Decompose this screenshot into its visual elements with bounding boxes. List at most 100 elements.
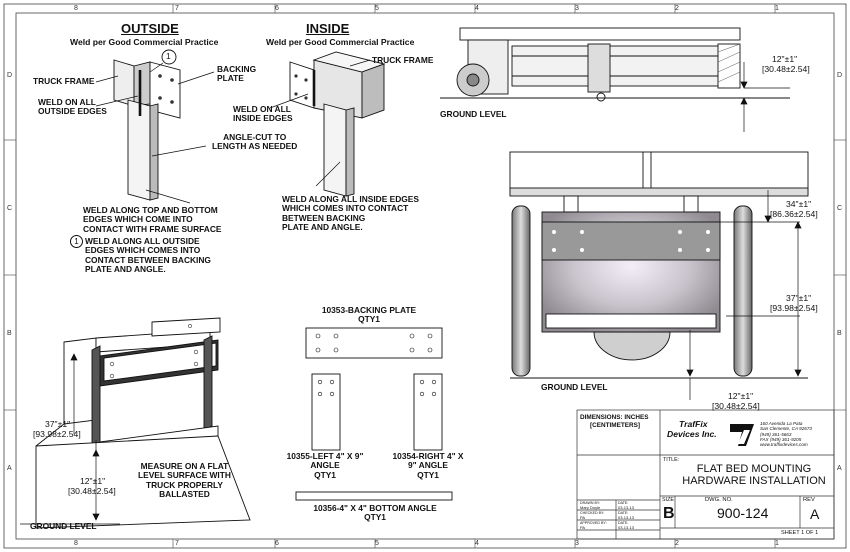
- inside-truck-frame-label: TRUCK FRAME: [372, 55, 434, 65]
- iso-dim-upper-label: 37"±1" [93.98±2.54]: [33, 419, 81, 439]
- side-view-dimension: [740, 62, 790, 132]
- sheet-border: [3, 3, 847, 549]
- note-outside-line-2: EDGES WHICH COMES INTO: [85, 245, 201, 256]
- zone-left-a: A: [7, 465, 12, 472]
- dwg-no-value: 900-124: [717, 505, 769, 521]
- measure-note-line-4: BALLASTED: [159, 489, 210, 500]
- rear-dim-bottom-label: 12"±1" [30.48±2.54]: [712, 391, 760, 411]
- side-dim-line-1: 12"±1": [772, 54, 798, 64]
- approved-by-value: PA: [580, 525, 586, 530]
- drawn-date: 03-13-13: [618, 505, 635, 510]
- note-outside-line-1: WELD ALONG ALL OUTSIDE: [85, 236, 200, 246]
- inside-weld-detail: [289, 51, 386, 197]
- measure-note: MEASURE ON A FLAT LEVEL SURFACE WITH TRU…: [138, 461, 231, 500]
- outside-truck-frame-label: TRUCK FRAME: [33, 76, 95, 86]
- dimensions-units-label: DIMENSIONS: INCHES [CENTIMETERS]: [580, 414, 649, 429]
- dwg-no-label: DWG. NO.: [705, 497, 733, 503]
- inside-subheading: Weld per Good Commercial Practice: [266, 37, 415, 47]
- company-line-1: TrafFix: [679, 419, 708, 429]
- sheet-count: SHEET 1 OF 1: [781, 530, 819, 536]
- backing-plate-part-label: 10353-BACKING PLATE QTY1: [314, 305, 424, 325]
- zone-top-5: 5: [375, 5, 379, 12]
- rear-view-dimensions: [686, 190, 802, 400]
- address-line-3: (949) 361-5663: [760, 431, 792, 437]
- checked-date: 03-13-13: [618, 515, 635, 520]
- company-line-2: Devices Inc.: [667, 428, 717, 439]
- size-value: B: [663, 505, 675, 522]
- title-label: TITLE:: [663, 457, 680, 463]
- rear-dim-top-line-1: 34"±1": [786, 199, 812, 209]
- backing-plate-line-2: PLATE: [217, 73, 244, 84]
- side-dim-line-2: [30.48±2.54]: [762, 64, 810, 74]
- part-bottom-angle: [295, 491, 453, 501]
- note-inside-line-4: PLATE AND ANGLE.: [282, 222, 363, 233]
- zone-bottom-8: 8: [74, 540, 78, 547]
- title-block: [576, 409, 835, 540]
- measure-note-line-1: MEASURE ON A FLAT: [140, 461, 229, 471]
- note-top-bottom-line-1: WELD ALONG TOP AND BOTTOM: [83, 205, 218, 215]
- bottom-angle-line-2: QTY1: [364, 512, 386, 523]
- backing-plate-line-1: BACKING: [217, 64, 257, 74]
- address-line-4: FAX (949) 361-9205: [760, 436, 802, 442]
- side-view-dim-label: 12"±1" [30.48±2.54]: [762, 54, 810, 74]
- zone-top-3: 3: [575, 5, 579, 12]
- right-angle-line-1: 10354-RIGHT 4" X: [392, 451, 464, 461]
- drawing-title: FLAT BED MOUNTING HARDWARE INSTALLATION: [680, 463, 828, 487]
- rear-dim-mid-label: 37"±1" [93.98±2.54]: [770, 293, 818, 313]
- note-inside-line-1: WELD ALONG ALL INSIDE EDGES: [282, 194, 419, 204]
- part-left-angle: [311, 373, 341, 451]
- zone-bottom-6: 6: [275, 540, 279, 547]
- zone-left-b: B: [7, 330, 12, 337]
- drawn-by-label: DRAWN BY:: [580, 501, 601, 505]
- iso-mount-view: [35, 317, 251, 529]
- note-top-bottom-weld: WELD ALONG TOP AND BOTTOM EDGES WHICH CO…: [83, 205, 221, 234]
- backing-plate-part-line-2: QTY1: [358, 314, 380, 325]
- iso-dim-upper-line-1: 37"±1": [45, 419, 71, 429]
- note-top-bottom-line-2: EDGES WHICH COME INTO: [83, 214, 193, 225]
- zone-right-d: D: [837, 72, 843, 79]
- zone-right-b: B: [837, 330, 842, 337]
- zone-right-c: C: [837, 205, 843, 212]
- left-angle-line-3: QTY1: [314, 469, 336, 480]
- rear-dim-mid-line-1: 37"±1": [786, 293, 812, 303]
- angle-cut-label: ANGLE-CUT TO LENGTH AS NEEDED: [212, 132, 298, 152]
- note-outside-weld: WELD ALONG ALL OUTSIDE EDGES WHICH COMES…: [85, 236, 211, 275]
- inside-leaders: [145, 59, 371, 204]
- address-line-1: 160 Avenida La Pata: [760, 421, 803, 426]
- zone-top-6: 6: [275, 5, 279, 12]
- measure-note-line-3: TRUCK PROPERLY: [145, 479, 223, 490]
- iso-ground-label: GROUND LEVEL: [30, 521, 97, 531]
- drawn-date-label: DATE:: [618, 501, 629, 505]
- angle-cut-line-2: LENGTH AS NEEDED: [212, 141, 298, 152]
- checked-by-value: PA: [580, 515, 586, 520]
- approved-date-label: DATE:: [618, 521, 629, 525]
- title-line-2: HARDWARE INSTALLATION: [682, 475, 826, 487]
- iso-dim-upper-line-2: [93.98±2.54]: [33, 429, 81, 439]
- iso-dim-lower-label: 12"±1" [30.48±2.54]: [68, 476, 116, 496]
- bottom-angle-line-1: 10356-4" X 4" BOTTOM ANGLE: [313, 503, 437, 513]
- note-outside-line-4: PLATE AND ANGLE.: [85, 264, 166, 275]
- outside-weld-line-2: OUTSIDE EDGES: [38, 106, 107, 117]
- size-label: SIZE: [662, 497, 674, 503]
- rear-dim-bottom-line-1: 12"±1": [728, 391, 754, 401]
- rev-value: A: [810, 506, 820, 522]
- address-line-5: www.traffixdevices.com: [760, 442, 808, 448]
- bottom-angle-part-label: 10356-4" X 4" BOTTOM ANGLE QTY1: [300, 503, 450, 523]
- company-name: TrafFix Devices Inc.: [667, 419, 717, 439]
- zone-bottom-5: 5: [375, 540, 379, 547]
- right-angle-line-3: QTY1: [417, 469, 439, 480]
- inside-heading: INSIDE: [306, 21, 350, 36]
- address-line-2: San Clemente, CA 92673: [760, 426, 812, 432]
- outside-weld-edges-label: WELD ON ALL OUTSIDE EDGES: [38, 97, 107, 117]
- rear-dim-top-line-2: [86.36±2.54]: [770, 209, 818, 219]
- inside-weld-line-1: WELD ON ALL: [233, 104, 291, 114]
- outside-leaders: [95, 62, 215, 157]
- dimensions-line-1: DIMENSIONS: INCHES: [580, 414, 649, 421]
- zone-left-c: C: [7, 205, 13, 212]
- part-backing-plate: [305, 327, 443, 359]
- title-line-1: FLAT BED MOUNTING: [696, 463, 812, 475]
- checked-by-label: CHECKED BY:: [580, 511, 605, 515]
- side-view-truck: [456, 27, 741, 102]
- measure-note-line-2: LEVEL SURFACE WITH: [138, 470, 231, 481]
